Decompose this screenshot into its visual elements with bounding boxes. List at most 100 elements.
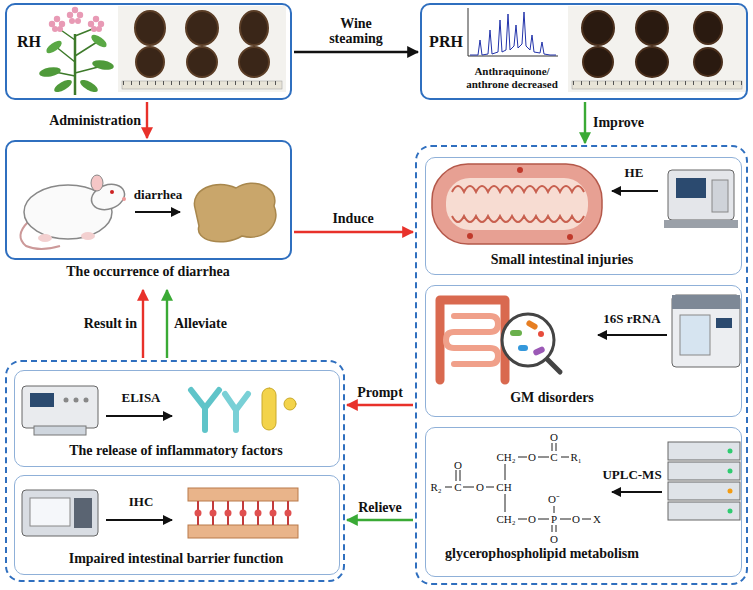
formula-atom: O	[550, 432, 558, 443]
magnifier-bacteria	[518, 345, 528, 351]
sequencer-machine	[672, 295, 740, 367]
formula-atom: R₁	[570, 452, 581, 463]
flow-arrow	[294, 51, 418, 53]
edge-label: Alleviate	[174, 316, 264, 331]
process-arrow	[106, 415, 172, 417]
scanner-machine	[668, 170, 734, 220]
sample-name: RH	[12, 33, 46, 51]
formula-atom: O	[550, 534, 558, 545]
plant-illustration	[38, 7, 114, 95]
outcome-box: diarrheaThe occurrence of diarrhea	[5, 140, 292, 288]
herb-photo	[186, 11, 218, 45]
process-arrow	[612, 491, 662, 493]
plant-illustration	[52, 78, 73, 95]
formula-atom: CH₂	[496, 514, 515, 525]
processed-herb-photo	[568, 6, 746, 92]
herb-photo	[118, 6, 286, 92]
processed-herb-photo	[582, 11, 722, 77]
box-heading: Impaired intestinal barrier function	[21, 551, 331, 567]
plate-reader	[30, 393, 54, 407]
method-label: HE	[609, 166, 659, 181]
arrow-label: diarrhea	[128, 188, 188, 203]
formula-atom: O	[476, 482, 484, 493]
herb-photo	[239, 47, 269, 77]
formula-atom: P	[551, 514, 557, 525]
processed-herb-photo	[636, 11, 668, 45]
processed-herb-photo	[636, 47, 668, 77]
plant-illustration	[72, 7, 78, 13]
sequencer-machine	[672, 295, 740, 367]
formula-atom: O	[528, 514, 536, 525]
formula-atom: O⁻	[548, 494, 560, 505]
intestine-section	[467, 233, 473, 239]
edge-label: Improve	[593, 115, 673, 130]
edge-label: Administration	[21, 113, 141, 128]
tight-junction	[188, 488, 298, 538]
herb-photo	[240, 11, 268, 45]
chemical-bonds	[518, 457, 569, 458]
uplc-machine	[728, 489, 733, 494]
stool-blob	[194, 183, 276, 242]
herb-photo	[135, 11, 269, 77]
method-label: 16S rRNA	[594, 312, 670, 327]
plate-reader	[22, 386, 98, 428]
tight-junction	[188, 525, 298, 538]
uplc-machine	[728, 509, 733, 514]
uplc-machine	[668, 442, 740, 460]
uplc-machine	[668, 462, 740, 480]
chromatogram-note: Anthraquinone/ anthrone decreased	[456, 65, 568, 90]
plant-illustration	[74, 34, 77, 95]
herb-photo	[123, 81, 282, 85]
plate-reader	[64, 398, 69, 403]
box-heading: glycerophospholipid metabolism	[427, 546, 657, 562]
formula-atom: CH₂	[496, 452, 515, 463]
gut-illustration	[440, 300, 505, 380]
rat-illustration	[20, 175, 128, 249]
box-heading: GM disorders	[442, 390, 662, 406]
chromatogram	[468, 8, 558, 56]
process-arrow	[598, 334, 667, 336]
flow-arrow	[347, 519, 413, 521]
flow-arrow	[347, 404, 413, 406]
intestine-section	[567, 234, 573, 240]
gut-illustration	[440, 300, 505, 380]
gut-illustration	[446, 316, 498, 364]
mechanism-group: ELISAThe release of inflammatory factors…	[5, 360, 345, 582]
edge-label: Wine steaming	[321, 16, 391, 47]
uplc-machine	[668, 502, 740, 520]
formula-atom: R₂	[430, 482, 441, 493]
box-heading: The occurrence of diarrhea	[8, 264, 288, 280]
herb-photo	[118, 6, 286, 92]
herb-photo	[187, 47, 217, 77]
chemical-bonds	[552, 443, 556, 451]
chromatogram	[468, 8, 558, 56]
scanner-machine	[664, 170, 738, 228]
scanner-machine	[676, 178, 706, 198]
intestine-section	[452, 186, 584, 192]
method-label: UPLC-MS	[594, 468, 670, 483]
chemical-bonds	[445, 443, 591, 532]
uplc-machine	[668, 482, 740, 500]
cytokine-icons	[225, 394, 248, 430]
mechanism-group: HESmall intestinal injuries16S rRNAGM di…	[415, 145, 748, 585]
plant-illustration	[78, 78, 99, 95]
tight-junction	[195, 510, 202, 517]
plant-illustration	[89, 33, 108, 50]
plant-illustration	[54, 16, 60, 22]
rat-illustration	[122, 197, 126, 201]
finding-box: ELISAThe release of inflammatory factors	[14, 370, 340, 467]
processed-herb-photo	[572, 81, 742, 89]
intestine-section	[517, 167, 523, 173]
tight-junction	[270, 510, 277, 517]
tight-junction	[255, 510, 262, 517]
plate-reader	[22, 386, 98, 435]
processed-herb-photo	[694, 12, 722, 44]
formula-atom: O	[528, 452, 536, 463]
herb-photo	[135, 11, 165, 45]
rat-illustration	[110, 190, 114, 194]
cytokine-icons	[262, 388, 276, 430]
sequencer-machine	[672, 295, 740, 309]
plant-illustration	[93, 16, 99, 22]
method-label: IHC	[111, 495, 171, 510]
